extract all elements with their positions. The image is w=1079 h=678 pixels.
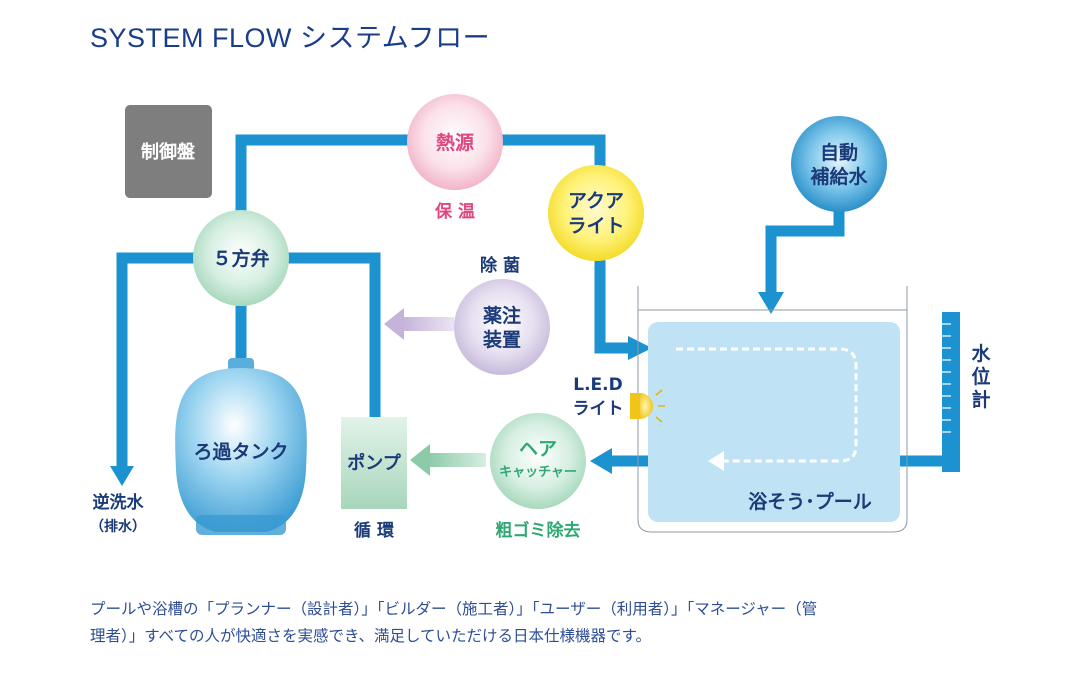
svg-text:ヘア: ヘア (519, 438, 557, 460)
aqua-light-node: アクア ライト (548, 165, 644, 261)
chemical-injector-node: 薬注 装置 (454, 279, 550, 375)
svg-text:熱源: 熱源 (436, 131, 474, 154)
svg-text:ライト: ライト (573, 399, 624, 419)
svg-text:ライト: ライト (567, 215, 624, 237)
svg-text:位: 位 (971, 365, 990, 388)
svg-text:装置: 装置 (482, 328, 521, 351)
drain-label: （排水） (90, 518, 146, 535)
pool: 浴そう･プール (637, 286, 908, 533)
pool-water (648, 322, 900, 522)
description-line: 理者）」すべての人が快適さを実感でき、満足していただける日本仕様機器です。 (90, 627, 651, 645)
svg-text:キャッチャー: キャッチャー (499, 465, 577, 480)
filter-tank: ろ過タンク (175, 358, 307, 535)
water-level-gauge (942, 312, 960, 472)
svg-text:L.E.D: L.E.D (573, 375, 622, 395)
page-title: SYSTEM FLOW システムフロー (90, 23, 491, 53)
pool-flow-arrowhead (708, 451, 724, 471)
keep-warm-label: 保 温 (434, 201, 475, 222)
heat-source-node: 熱源 (407, 94, 503, 190)
led-light: L.E.D ライト (573, 375, 665, 423)
control-panel: 制御盤 (125, 105, 212, 198)
arrowhead-backwash (110, 466, 134, 486)
pipe-backwash (116, 252, 200, 470)
circulation-label: 循 環 (354, 520, 395, 541)
arrowhead-pool-inlet (628, 336, 652, 360)
pool-label: 浴そう･プール (748, 490, 872, 513)
led-bulb-icon (630, 389, 665, 423)
svg-text:５方弁: ５方弁 (212, 247, 269, 270)
hair-catcher-node: ヘア キャッチャー (490, 413, 586, 509)
pipe-to-pump (285, 252, 381, 420)
backwash-label: 逆洗水 (93, 492, 145, 513)
pool-flow-line (676, 347, 858, 463)
sterilize-label: 除 菌 (480, 255, 520, 276)
svg-text:水: 水 (971, 343, 991, 365)
system-flow-diagram: 浴そう･プール 水 位 計 制御盤 熱源 保 温 アクア ライト 自動 (90, 94, 991, 541)
arrow-chemical (384, 308, 454, 340)
auto-water-node: 自動 補給水 (791, 116, 887, 212)
pump-node: ポンプ (341, 417, 407, 509)
arrow-to-pump (410, 444, 486, 476)
svg-text:自動: 自動 (820, 141, 858, 164)
arrowhead-auto-water (758, 292, 784, 314)
svg-text:制御盤: 制御盤 (141, 141, 196, 163)
pipe-auto-water (765, 210, 845, 295)
svg-text:アクア: アクア (568, 190, 624, 212)
svg-text:ろ過タンク: ろ過タンク (193, 441, 288, 463)
pipe-heat-loop (235, 134, 640, 354)
description-line: プールや浴槽の「プランナー（設計者）」「ビルダー（施工者）」「ユーザー（利用者）… (90, 600, 818, 618)
svg-text:計: 計 (971, 388, 990, 411)
description: プールや浴槽の「プランナー（設計者）」「ビルダー（施工者）」「ユーザー（利用者）… (90, 596, 1020, 650)
five-way-valve-node: ５方弁 (193, 210, 289, 306)
coarse-removal-label: 粗ゴミ除去 (496, 520, 581, 541)
water-level-label: 水 位 計 (971, 343, 991, 411)
arrowhead-pool-outlet (590, 448, 612, 474)
svg-text:薬注: 薬注 (482, 304, 521, 327)
svg-text:ポンプ: ポンプ (347, 452, 401, 474)
svg-text:補給水: 補給水 (809, 165, 868, 188)
